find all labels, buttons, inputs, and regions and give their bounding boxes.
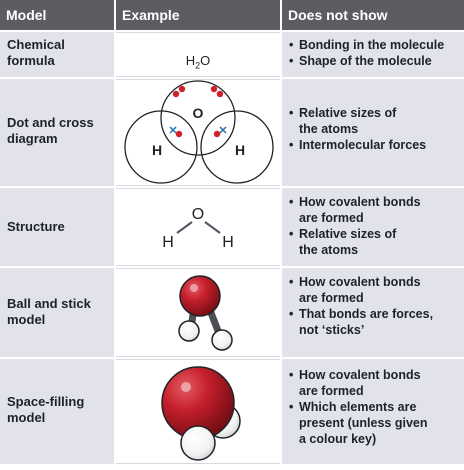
hydrogen-left-label: H — [162, 234, 174, 251]
highlight — [190, 284, 198, 292]
model-name: Structure — [7, 219, 65, 234]
not-shown-list: How covalent bonds are formed Relative s… — [289, 194, 462, 258]
bonding-electrons — [175, 130, 221, 138]
list-item: That bonds are forces, not ‘sticks’ — [289, 306, 462, 338]
model-name: Dot and cross diagram — [7, 115, 94, 146]
oxygen-label: O — [192, 206, 204, 223]
list-item: Bonding in the molecule — [289, 37, 462, 53]
list-item: Shape of the molecule — [289, 53, 462, 69]
dot-cross-diagram: O H H — [124, 80, 274, 184]
hydrogen-ball — [178, 320, 200, 342]
list-item: How covalent bonds are formed — [289, 274, 462, 306]
model-name: Chemical formula — [7, 37, 65, 68]
hydrogen-right-shell — [200, 110, 274, 184]
highlight — [181, 382, 191, 392]
model-name: Space-filling model — [7, 394, 85, 425]
not-shown-list: How covalent bonds are formed That bonds… — [289, 274, 462, 338]
example-cell: O H H — [116, 79, 280, 186]
bond-line — [176, 221, 193, 234]
oxygen-ball — [179, 275, 221, 317]
hydrogen-right-label: H — [235, 142, 245, 158]
list-item: Intermolecular forces — [289, 137, 462, 153]
hydrogen-ball — [211, 329, 233, 351]
list-item: Relative sizes of the atoms — [289, 226, 462, 258]
list-item: How covalent bonds are formed — [289, 367, 462, 399]
row-space-filling: Space-filling model — [0, 359, 464, 464]
example-cell — [116, 268, 280, 357]
example-cell — [116, 359, 280, 464]
oxygen-label: O — [193, 105, 204, 121]
hydrogen-crosses — [169, 126, 227, 134]
list-item: Which elements are present (unless given… — [289, 399, 462, 447]
list-item: How covalent bonds are formed — [289, 194, 462, 226]
row-chemical-formula: Chemical formula H2O Bonding in the mole… — [0, 32, 464, 77]
space-filling-model — [161, 366, 241, 461]
row-ball-and-stick: Ball and stick model — [0, 268, 464, 357]
chemical-formula: H2O — [185, 53, 211, 71]
hydrogen-right-label: H — [222, 234, 234, 251]
list-item: Relative sizes of the atoms — [289, 105, 462, 137]
not-shown-list: How covalent bonds are formed Which elem… — [289, 367, 462, 447]
lone-pair-electrons — [172, 85, 224, 98]
row-dot-and-cross: Dot and cross diagram O H H — [0, 79, 464, 186]
row-structure: Structure O H H How covalent bonds are f… — [0, 188, 464, 266]
model-name: Ball and stick model — [7, 296, 91, 327]
ball-and-stick-model — [178, 275, 233, 351]
not-shown-list: Bonding in the molecule Shape of the mol… — [289, 37, 462, 69]
example-cell: O H H — [116, 188, 280, 266]
oxygen-shell — [160, 80, 236, 156]
hydrogen-left-label: H — [152, 142, 162, 158]
example-cell: H2O — [116, 32, 280, 77]
header-does-not-show: Does not show — [282, 0, 464, 30]
header-example: Example — [116, 0, 280, 30]
table-header: Model Example Does not show — [0, 0, 464, 30]
bond-line — [204, 221, 221, 234]
header-model: Model — [0, 0, 114, 30]
hydrogen-left-shell — [124, 110, 198, 184]
hydrogen-sphere — [180, 425, 216, 461]
structural-formula: O H H — [162, 206, 234, 251]
not-shown-list: Relative sizes of the atoms Intermolecul… — [289, 105, 462, 153]
